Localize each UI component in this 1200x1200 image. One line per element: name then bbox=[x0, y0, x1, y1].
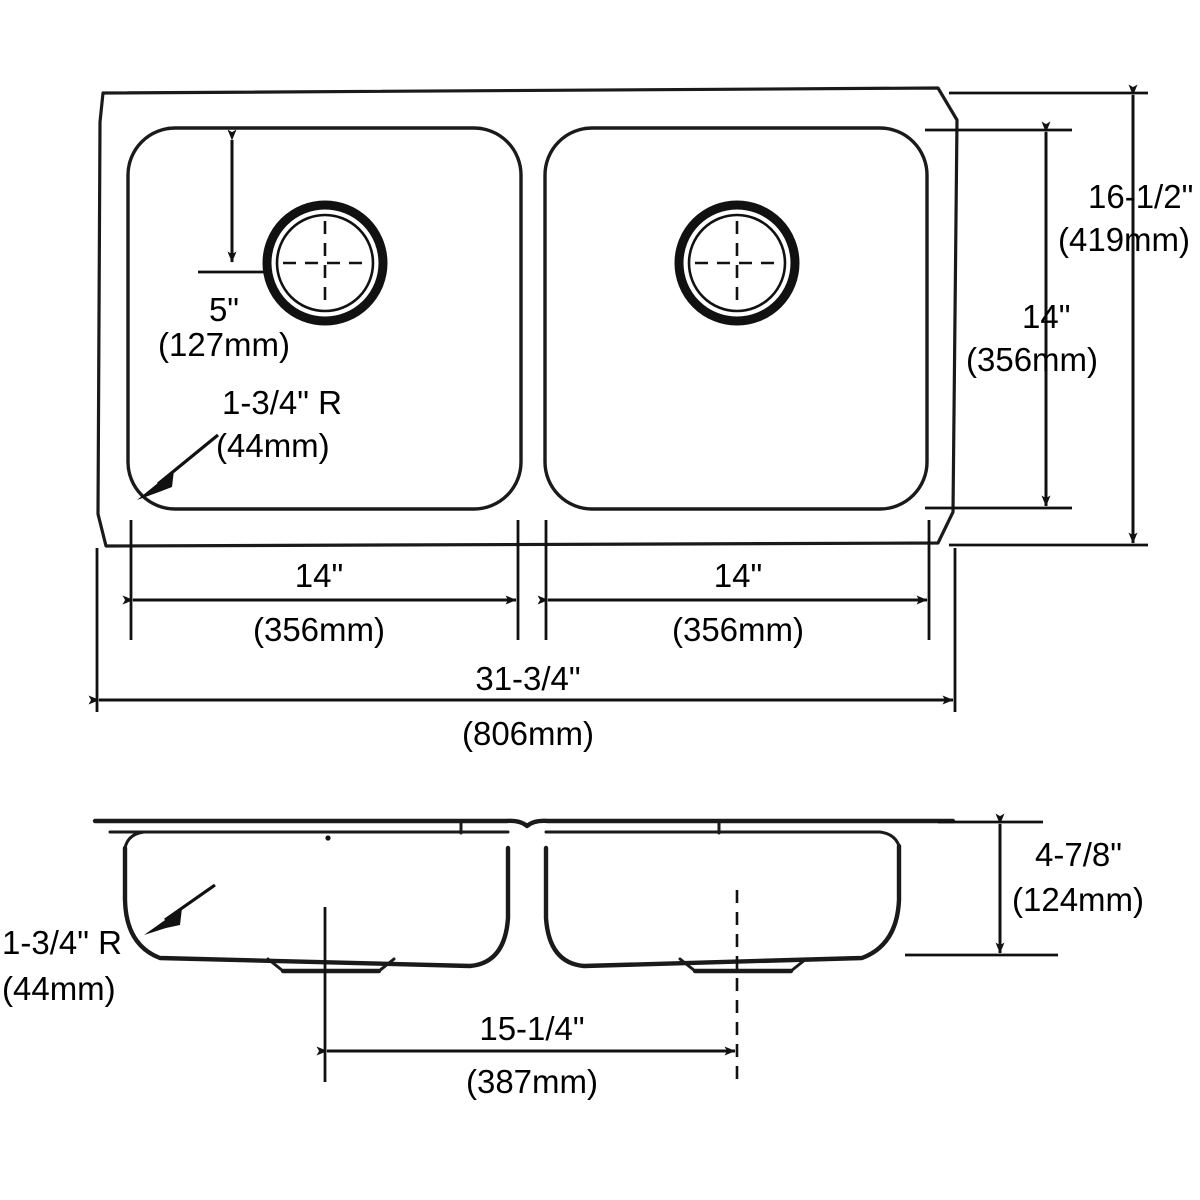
rim-reference-dot bbox=[325, 835, 331, 841]
radius-leader-arrowhead-icon bbox=[144, 908, 182, 935]
left-drain-opening bbox=[262, 200, 388, 326]
left-bowl-width-inch-label: 14" bbox=[295, 557, 343, 594]
right-bowl-width-dim: 14" (356mm) bbox=[537, 557, 928, 648]
bowl-bottom-width-inch-label: 15-1/4" bbox=[479, 1010, 584, 1047]
sink-rim-section-top bbox=[92, 818, 956, 829]
bowl-height-dim: 4-7/8" (124mm) bbox=[905, 813, 1144, 957]
corner-radius-inch-label: 1-3/4" R bbox=[222, 384, 342, 421]
right-bowl bbox=[543, 126, 929, 511]
section-corner-radius-note: 1-3/4" R (44mm) bbox=[2, 883, 216, 1007]
bowl-depth-inch-label: 14" bbox=[1022, 298, 1070, 335]
width-dim-extension-lines bbox=[95, 520, 957, 712]
left-bowl-width-mm-label: (356mm) bbox=[253, 611, 385, 648]
sink-rim bbox=[96, 86, 959, 548]
overall-depth-inch-label: 16-1/2" bbox=[1088, 178, 1193, 215]
right-drain-opening bbox=[674, 200, 800, 326]
section-corner-radius-inch-label: 1-3/4" R bbox=[2, 924, 122, 961]
overall-width-dim: 31-3/4" (806mm) bbox=[88, 660, 954, 752]
bowl-height-inch-label: 4-7/8" bbox=[1035, 836, 1122, 873]
section-view: 1-3/4" R (44mm) 4-7/8" (124mm) 15-1/4" (… bbox=[2, 813, 1144, 1100]
overall-width-mm-label: (806mm) bbox=[462, 715, 594, 752]
right-bowl-width-mm-label: (356mm) bbox=[672, 611, 804, 648]
section-corner-radius-mm-label: (44mm) bbox=[2, 970, 116, 1007]
sink-rim-section-underside-left bbox=[108, 830, 146, 850]
bowl-depth-dim: 14" (356mm) bbox=[925, 121, 1098, 510]
right-bowl-width-inch-label: 14" bbox=[714, 557, 762, 594]
bowl-height-mm-label: (124mm) bbox=[1012, 881, 1144, 918]
corner-radius-mm-label: (44mm) bbox=[216, 427, 330, 464]
overall-depth-dim: 16-1/2" (419mm) bbox=[949, 84, 1193, 547]
right-bowl-section bbox=[543, 843, 902, 969]
left-bowl bbox=[126, 126, 523, 511]
drain-offset-mm-label: (127mm) bbox=[158, 326, 290, 363]
left-bowl-section bbox=[122, 845, 511, 969]
drain-offset-dim: 5" (127mm) bbox=[158, 129, 290, 363]
top-view: 5" (127mm) 1-3/4" R (44mm) 16-1/2" (419m… bbox=[88, 84, 1193, 752]
overall-depth-mm-label: (419mm) bbox=[1058, 221, 1190, 258]
drain-outer-ring-icon bbox=[262, 200, 388, 326]
left-bowl-width-dim: 14" (356mm) bbox=[122, 557, 517, 648]
drain-inner-circle-icon bbox=[687, 213, 787, 313]
bowl-depth-mm-label: (356mm) bbox=[966, 341, 1098, 378]
corner-radius-note: 1-3/4" R (44mm) bbox=[137, 384, 342, 500]
bowl-bottom-width-dim: 15-1/4" (387mm) bbox=[316, 1010, 736, 1100]
drain-inner-circle-icon bbox=[275, 213, 375, 313]
bowl-bottom-width-mm-label: (387mm) bbox=[466, 1063, 598, 1100]
overall-width-inch-label: 31-3/4" bbox=[475, 660, 580, 697]
sink-rim-section-underside-right bbox=[717, 830, 901, 848]
drain-outer-ring-icon bbox=[674, 200, 800, 326]
drain-offset-inch-label: 5" bbox=[209, 291, 239, 328]
radius-leader-arrowhead-icon bbox=[137, 470, 174, 500]
